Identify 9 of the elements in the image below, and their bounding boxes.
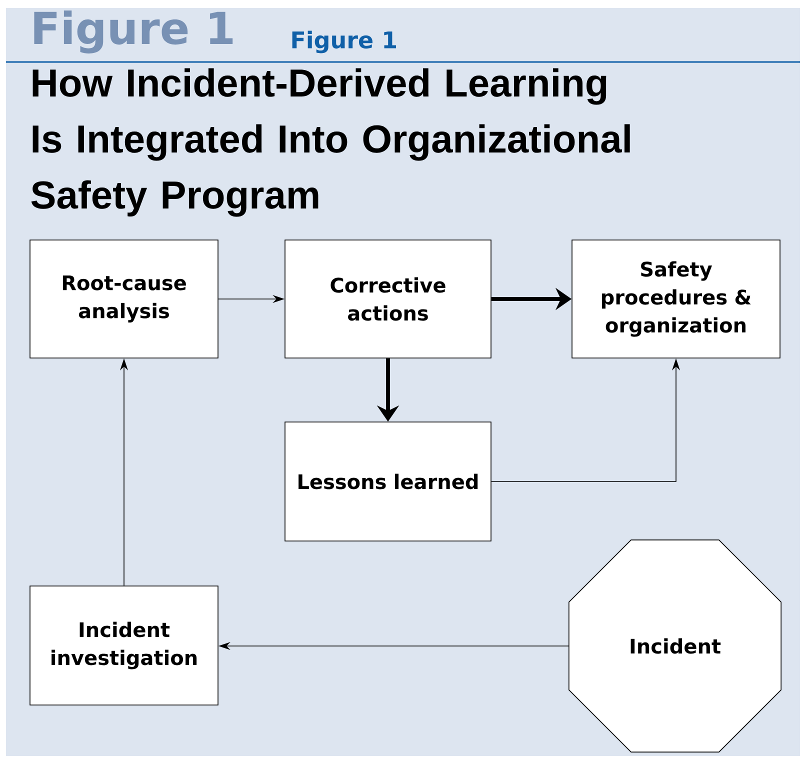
process-box: Root-cause analysis (30, 240, 218, 358)
title: How Incident-Derived Learning Is Integrated Into Organizational Safety Program (31, 68, 630, 217)
octagon: Incident (568, 540, 782, 752)
process-box: Incident investigation (30, 586, 218, 706)
figure-label: Figure 1 (292, 30, 396, 54)
process-box: Safety procedures & organization (572, 240, 780, 358)
process-box: Corrective actions (284, 240, 492, 358)
process-box: Lessons learned (284, 422, 492, 542)
figure-watermark-text: Figure 1 (34, 10, 233, 54)
